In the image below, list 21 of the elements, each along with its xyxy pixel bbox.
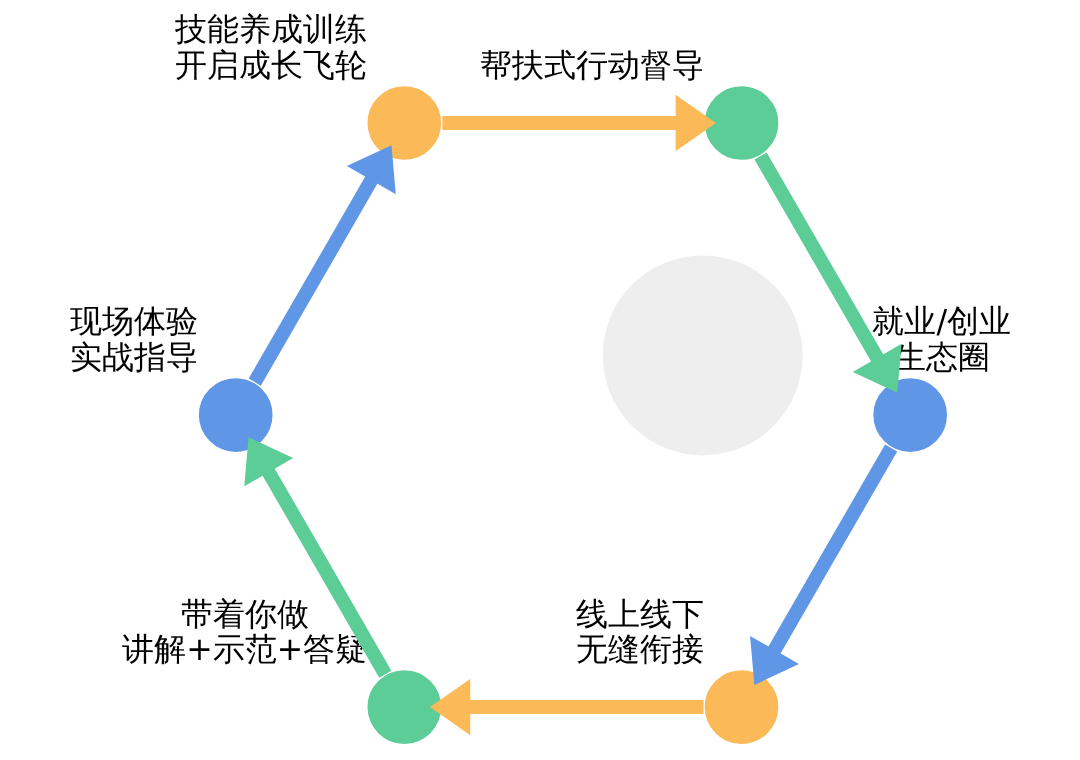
node-label: 带着你做 bbox=[180, 595, 309, 632]
node-label: 开启成长飞轮 bbox=[174, 46, 367, 83]
arrow bbox=[441, 94, 716, 152]
node-circle bbox=[365, 668, 443, 746]
node-label: 线上线下 bbox=[575, 595, 704, 632]
node-circle bbox=[702, 84, 780, 162]
node-label: 现场体验 bbox=[69, 303, 198, 340]
arrow bbox=[749, 444, 897, 685]
node-circle bbox=[871, 376, 949, 454]
node-circle bbox=[196, 376, 274, 454]
arrow bbox=[429, 678, 703, 736]
arrow bbox=[243, 437, 391, 678]
node-label: 无缝衔接 bbox=[575, 630, 704, 667]
node-label: 帮扶式行动督导 bbox=[480, 46, 704, 83]
arrow bbox=[754, 152, 902, 393]
node-label: 技能养成训练 bbox=[174, 11, 367, 48]
node-label: 实战指导 bbox=[69, 338, 198, 375]
arrow bbox=[248, 145, 396, 386]
node-circle bbox=[365, 84, 443, 162]
node-circle bbox=[702, 668, 780, 746]
node-label: 就业/创业 bbox=[871, 303, 1011, 340]
